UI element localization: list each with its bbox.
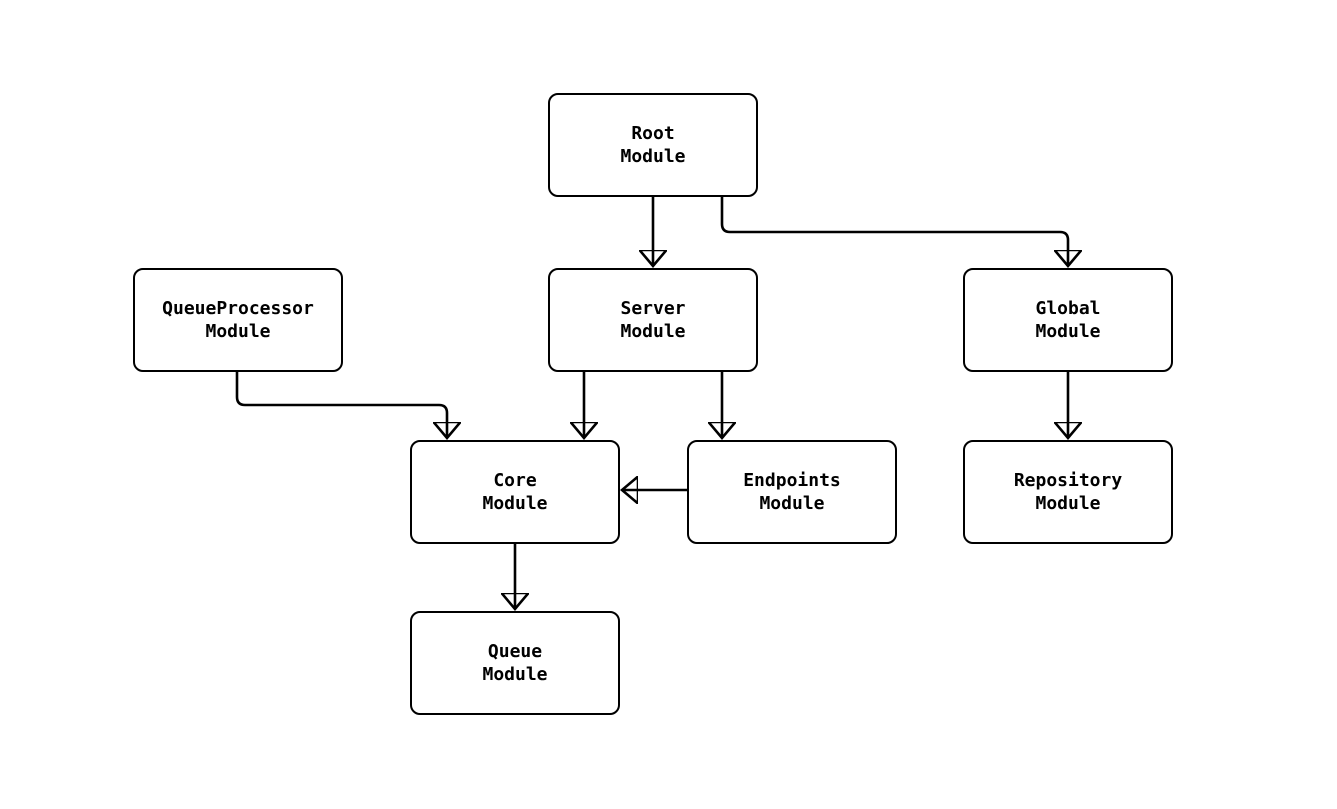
node-queue-module: Queue Module xyxy=(410,611,620,715)
node-queue-module-label: Queue Module xyxy=(482,641,548,685)
edge-queueprocessor-to-core-arrow xyxy=(235,372,447,438)
node-core-module-label: Core Module xyxy=(482,470,548,514)
node-endpoints-module: Endpoints Module xyxy=(687,440,897,544)
node-global-module: Global Module xyxy=(963,268,1173,372)
node-server-module: Server Module xyxy=(548,268,758,372)
node-repository-module: Repository Module xyxy=(963,440,1173,544)
node-queueprocessor-module: QueueProcessor Module xyxy=(133,268,343,372)
node-repository-module-label: Repository Module xyxy=(1013,470,1123,514)
node-queueprocessor-module-label: QueueProcessor Module xyxy=(162,298,314,342)
node-root-module: Root Module xyxy=(548,93,758,197)
node-core-module: Core Module xyxy=(410,440,620,544)
edge-root-to-global-arrow xyxy=(720,197,1068,266)
node-endpoints-module-label: Endpoints Module xyxy=(743,470,841,514)
node-global-module-label: Global Module xyxy=(1035,298,1101,342)
node-server-module-label: Server Module xyxy=(620,298,686,342)
node-root-module-label: Root Module xyxy=(620,123,686,167)
